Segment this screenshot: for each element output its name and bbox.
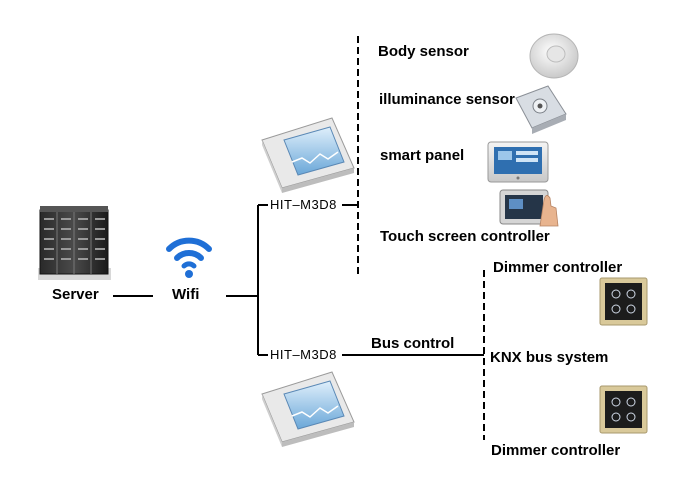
server-rack-icon [38,206,111,280]
connection-lines [113,36,485,440]
dimmer-switch-icon [599,277,648,326]
dimmer-switch-icon [599,385,648,434]
gateway-device-icon [261,371,355,447]
gateway-bottom-label: HIT–M3D8 [270,347,337,362]
wifi-label: Wifi [172,286,199,303]
light-sensor-icon [515,85,567,134]
touch-panel-icon [487,141,549,183]
knx-bus-label: KNX bus system [490,349,608,366]
illuminance-sensor-label: illuminance sensor [379,91,515,108]
wifi-icon [166,237,212,278]
body-sensor-label: Body sensor [378,43,469,60]
smart-panel-label: smart panel [380,147,464,164]
touch-screen-icon [499,189,559,227]
bus-control-label: Bus control [371,335,454,352]
dimmer-bottom-label: Dimmer controller [491,442,620,459]
dimmer-top-label: Dimmer controller [493,259,622,276]
motion-sensor-icon [529,33,579,79]
gateway-top-label: HIT–M3D8 [270,197,337,212]
server-label: Server [52,286,99,303]
touch-screen-label: Touch screen controller [380,228,550,245]
gateway-device-icon [261,117,355,193]
